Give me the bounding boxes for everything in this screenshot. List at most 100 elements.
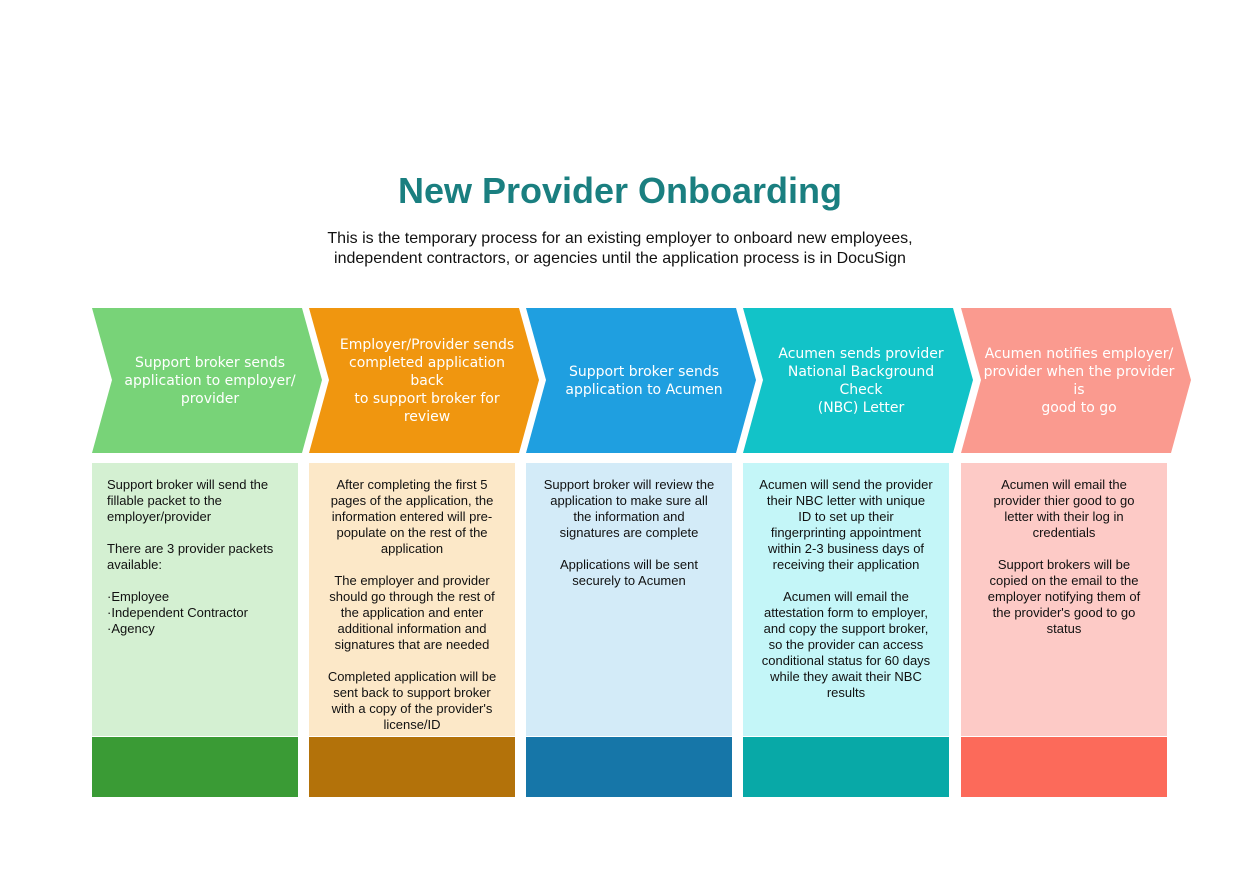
step-detail-line: receiving their application — [772, 557, 920, 572]
step-detail-line: Acumen will send the provider — [759, 477, 933, 492]
step-detail-line: the provider's good to go — [992, 605, 1136, 620]
step-5-chevron: Acumen notifies employer/provider when t… — [961, 308, 1191, 453]
step-header-line: to support broker for review — [354, 390, 500, 425]
step-detail-line: securely to Acumen — [572, 573, 686, 588]
step-detail-line: ·Independent Contractor — [107, 605, 248, 620]
step-detail-line: populate on the rest of the — [336, 525, 488, 540]
step-detail-line: Applications will be sent — [559, 557, 699, 572]
step-detail-line: ·Agency — [107, 621, 155, 636]
step-detail-line: the application and enter — [340, 605, 484, 620]
step-detail-line: sent back to support broker — [333, 685, 491, 700]
step-detail-line: copied on the email to the — [989, 573, 1139, 588]
step-header-text: Acumen notifies employer/provider when t… — [983, 345, 1175, 417]
page-subtitle: This is the temporary process for an exi… — [300, 229, 940, 269]
subtitle-line: independent contractors, or agencies unt… — [334, 250, 906, 267]
step-detail-line: Support broker will review the — [543, 477, 715, 492]
step-detail-line: Acumen will email the — [1001, 477, 1127, 492]
step-detail-line: employer/provider — [107, 509, 212, 524]
step-detail-line: After completing the first 5 — [336, 477, 488, 492]
step-2-footer-bar — [309, 737, 515, 797]
step-detail-line: employer notifying them of — [987, 589, 1141, 604]
chevron-shape — [961, 308, 1191, 453]
step-detail-line: the information and — [573, 509, 685, 524]
step-header-line: provider when the provider is — [983, 363, 1175, 398]
subtitle-line: This is the temporary process for an exi… — [327, 230, 913, 247]
step-detail-line: signatures that are needed — [334, 637, 490, 652]
step-detail-line: application — [380, 541, 444, 556]
step-detail-line: ID to set up their — [798, 509, 894, 524]
step-detail-line: pages of the application, the — [330, 493, 494, 508]
chevron-fill — [309, 308, 539, 453]
step-header-line: application to employer/ — [124, 372, 296, 389]
step-detail-line: conditional status for 60 days — [761, 653, 931, 668]
step-detail-paragraph: ·Employee·Independent Contractor·Agency — [107, 589, 288, 637]
chevron-shape — [309, 308, 539, 453]
step-detail-line: and copy the support broker, — [763, 621, 929, 636]
step-header-line: provider — [180, 390, 240, 407]
step-header-line: Support broker sends — [134, 354, 286, 371]
step-3-footer-bar — [526, 737, 732, 797]
step-detail-line: attestation form to employer, — [763, 605, 929, 620]
step-header-line: (NBC) Letter — [817, 399, 905, 416]
step-header-line: good to go — [1041, 399, 1117, 416]
step-detail-line: Support broker will send the — [107, 477, 269, 492]
chevron-shape — [526, 308, 756, 453]
step-detail-line: so the provider can access — [768, 637, 924, 652]
step-detail-line: Acumen will email the — [783, 589, 909, 604]
step-detail-line: while they await their NBC — [770, 669, 922, 684]
step-detail-line: available: — [107, 557, 162, 572]
step-1-footer-bar — [92, 737, 298, 797]
step-detail-line: provider thier good to go — [993, 493, 1135, 508]
step-detail-line: Completed application will be — [327, 669, 497, 684]
step-header-line: application to Acumen — [565, 381, 723, 398]
step-header-line: Acumen sends provider — [778, 345, 944, 362]
step-detail-line: signatures are complete — [559, 525, 699, 540]
step-detail-line: status — [1046, 621, 1082, 636]
page-title: New Provider Onboarding — [397, 170, 843, 211]
step-header-line: Support broker sends — [568, 363, 720, 380]
step-detail-line: fingerprinting appointment — [770, 525, 922, 540]
step-detail-line: license/ID — [383, 717, 441, 732]
step-detail-line: with a copy of the provider's — [331, 701, 493, 716]
step-detail-line: Support brokers will be — [997, 557, 1131, 572]
chevron-fill — [961, 308, 1191, 453]
chevron-shape — [92, 308, 322, 453]
chevron-shape — [743, 308, 973, 453]
step-detail-line: ·Employee — [107, 589, 170, 604]
chevron-fill — [92, 308, 322, 453]
step-detail-line: There are 3 provider packets — [107, 541, 274, 556]
step-detail-line: The employer and provider — [334, 573, 490, 588]
step-5-header: Acumen notifies employer/provider when t… — [983, 308, 1175, 453]
step-detail-line: application to make sure all — [550, 493, 708, 508]
step-detail-line: results — [826, 685, 866, 700]
step-header-line: completed application back — [349, 354, 505, 389]
step-detail-line: credentials — [1032, 525, 1096, 540]
step-header-line: Employer/Provider sends — [339, 336, 515, 353]
step-detail-line: letter with their log in — [1004, 509, 1124, 524]
step-detail-line: should go through the rest of — [329, 589, 495, 604]
step-4-footer-bar — [743, 737, 949, 797]
